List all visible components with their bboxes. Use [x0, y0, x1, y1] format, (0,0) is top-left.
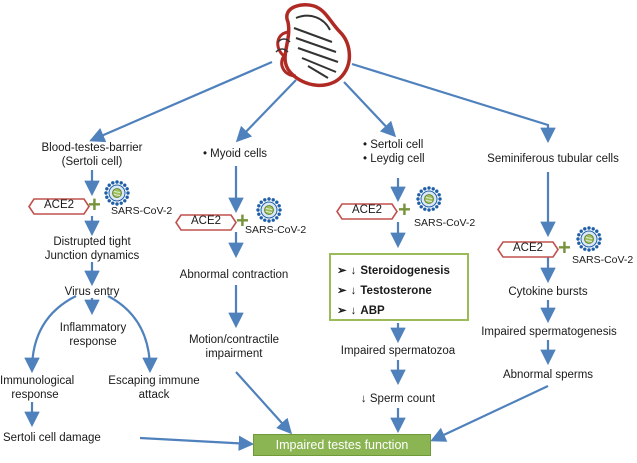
col4-virus-icon [576, 226, 602, 252]
col1-virus-icon [104, 180, 130, 206]
col1-plus-icon: + [88, 192, 101, 217]
col1-step3: Inflammatory response [59, 322, 127, 348]
col3-virus-icon [416, 186, 442, 212]
arrow-testis-col2 [235, 79, 297, 143]
col2-ace2-badge: ACE2 [175, 214, 237, 231]
col1-ace2-badge: ACE2 [28, 198, 90, 215]
col1-ace2-label: ACE2 [43, 199, 75, 211]
col3-ace2-badge: ACE2 [336, 203, 398, 220]
arrow-c1-5b [107, 295, 158, 374]
hormone-row-2: ➢↓Testosterone [337, 283, 432, 297]
hormone-label-2: Testosterone [360, 285, 432, 297]
down-arrow-icon: ↓ [350, 285, 357, 297]
col4-ace2-label: ACE2 [512, 242, 544, 254]
col2-virus-label: SARS-CoV-2 [245, 224, 307, 236]
col4-step3: Abnormal sperms [502, 369, 594, 381]
col1-step4a: Immunological response [0, 375, 75, 401]
col2-header: • Myoid cells [202, 148, 268, 160]
col1-virus-label: SARS-CoV-2 [111, 205, 173, 217]
testis-icon [275, 3, 352, 88]
col4-virus-label: SARS-CoV-2 [572, 254, 634, 266]
col2-step2: Motion/contractile impairment [188, 334, 280, 360]
col4-step2: Impaired spermatogenesis [481, 326, 617, 338]
hormone-label-1: Steroidogenesis [360, 265, 450, 277]
col1-step2: Virus entry [64, 286, 120, 298]
chevron-right-icon: ➢ [337, 305, 347, 317]
col2-step1: Abnormal contraction [179, 269, 289, 281]
col1-step4b: Escaping immune attack [108, 375, 200, 401]
col4-step1: Cytokine bursts [508, 286, 588, 298]
col4-ace2-badge: ACE2 [497, 241, 559, 258]
col2-virus-icon [256, 197, 282, 223]
hormone-effects-box: ➢↓Steroidogenesis ➢↓Testosterone ➢↓ABP [329, 253, 469, 321]
arrow-c1-7 [139, 435, 255, 452]
arrow-c1-5a [24, 295, 77, 374]
arrow-c4-5 [430, 385, 549, 442]
hormone-label-3: ABP [360, 305, 385, 317]
col3-virus-label: SARS-CoV-2 [414, 217, 476, 229]
col1-step1: Distrupted tight Junction dynamics [44, 236, 140, 262]
col3-plus-icon: + [398, 197, 411, 222]
col4-header: Seminiferous tubular cells [487, 153, 619, 165]
col3-step2-wrap: ↓ Sperm count [342, 392, 454, 406]
col2-ace2-label: ACE2 [190, 215, 222, 227]
arrow-testis-col3 [343, 81, 397, 138]
col3-step2: Sperm count [369, 393, 436, 405]
hormone-row-1: ➢↓Steroidogenesis [337, 263, 450, 277]
arrow-testis-col1 [89, 60, 273, 143]
result-label: Impaired testes function [275, 438, 409, 452]
col1-header: Blood-testes-barrier (Sertoli cell) [41, 142, 143, 168]
down-arrow-icon: ↓ [350, 305, 357, 317]
arrow-testis-col4 [351, 62, 556, 144]
down-arrow-icon: ↓ [350, 265, 357, 277]
impaired-testes-function-box: Impaired testes function [253, 434, 431, 456]
col1-step5: Sertoli cell damage [3, 432, 101, 444]
col4-plus-icon: + [558, 235, 571, 260]
arrow-c2-4 [235, 371, 293, 435]
col3-header: • Sertoli cell • Leydig cell [363, 139, 425, 165]
chevron-right-icon: ➢ [337, 265, 347, 277]
col3-step1: Impaired spermatozoa [340, 345, 456, 357]
down-arrow-icon: ↓ [360, 393, 367, 405]
chevron-right-icon: ➢ [337, 285, 347, 297]
col3-ace2-label: ACE2 [351, 204, 383, 216]
col2-plus-icon: + [236, 208, 249, 233]
hormone-row-3: ➢↓ABP [337, 303, 385, 317]
